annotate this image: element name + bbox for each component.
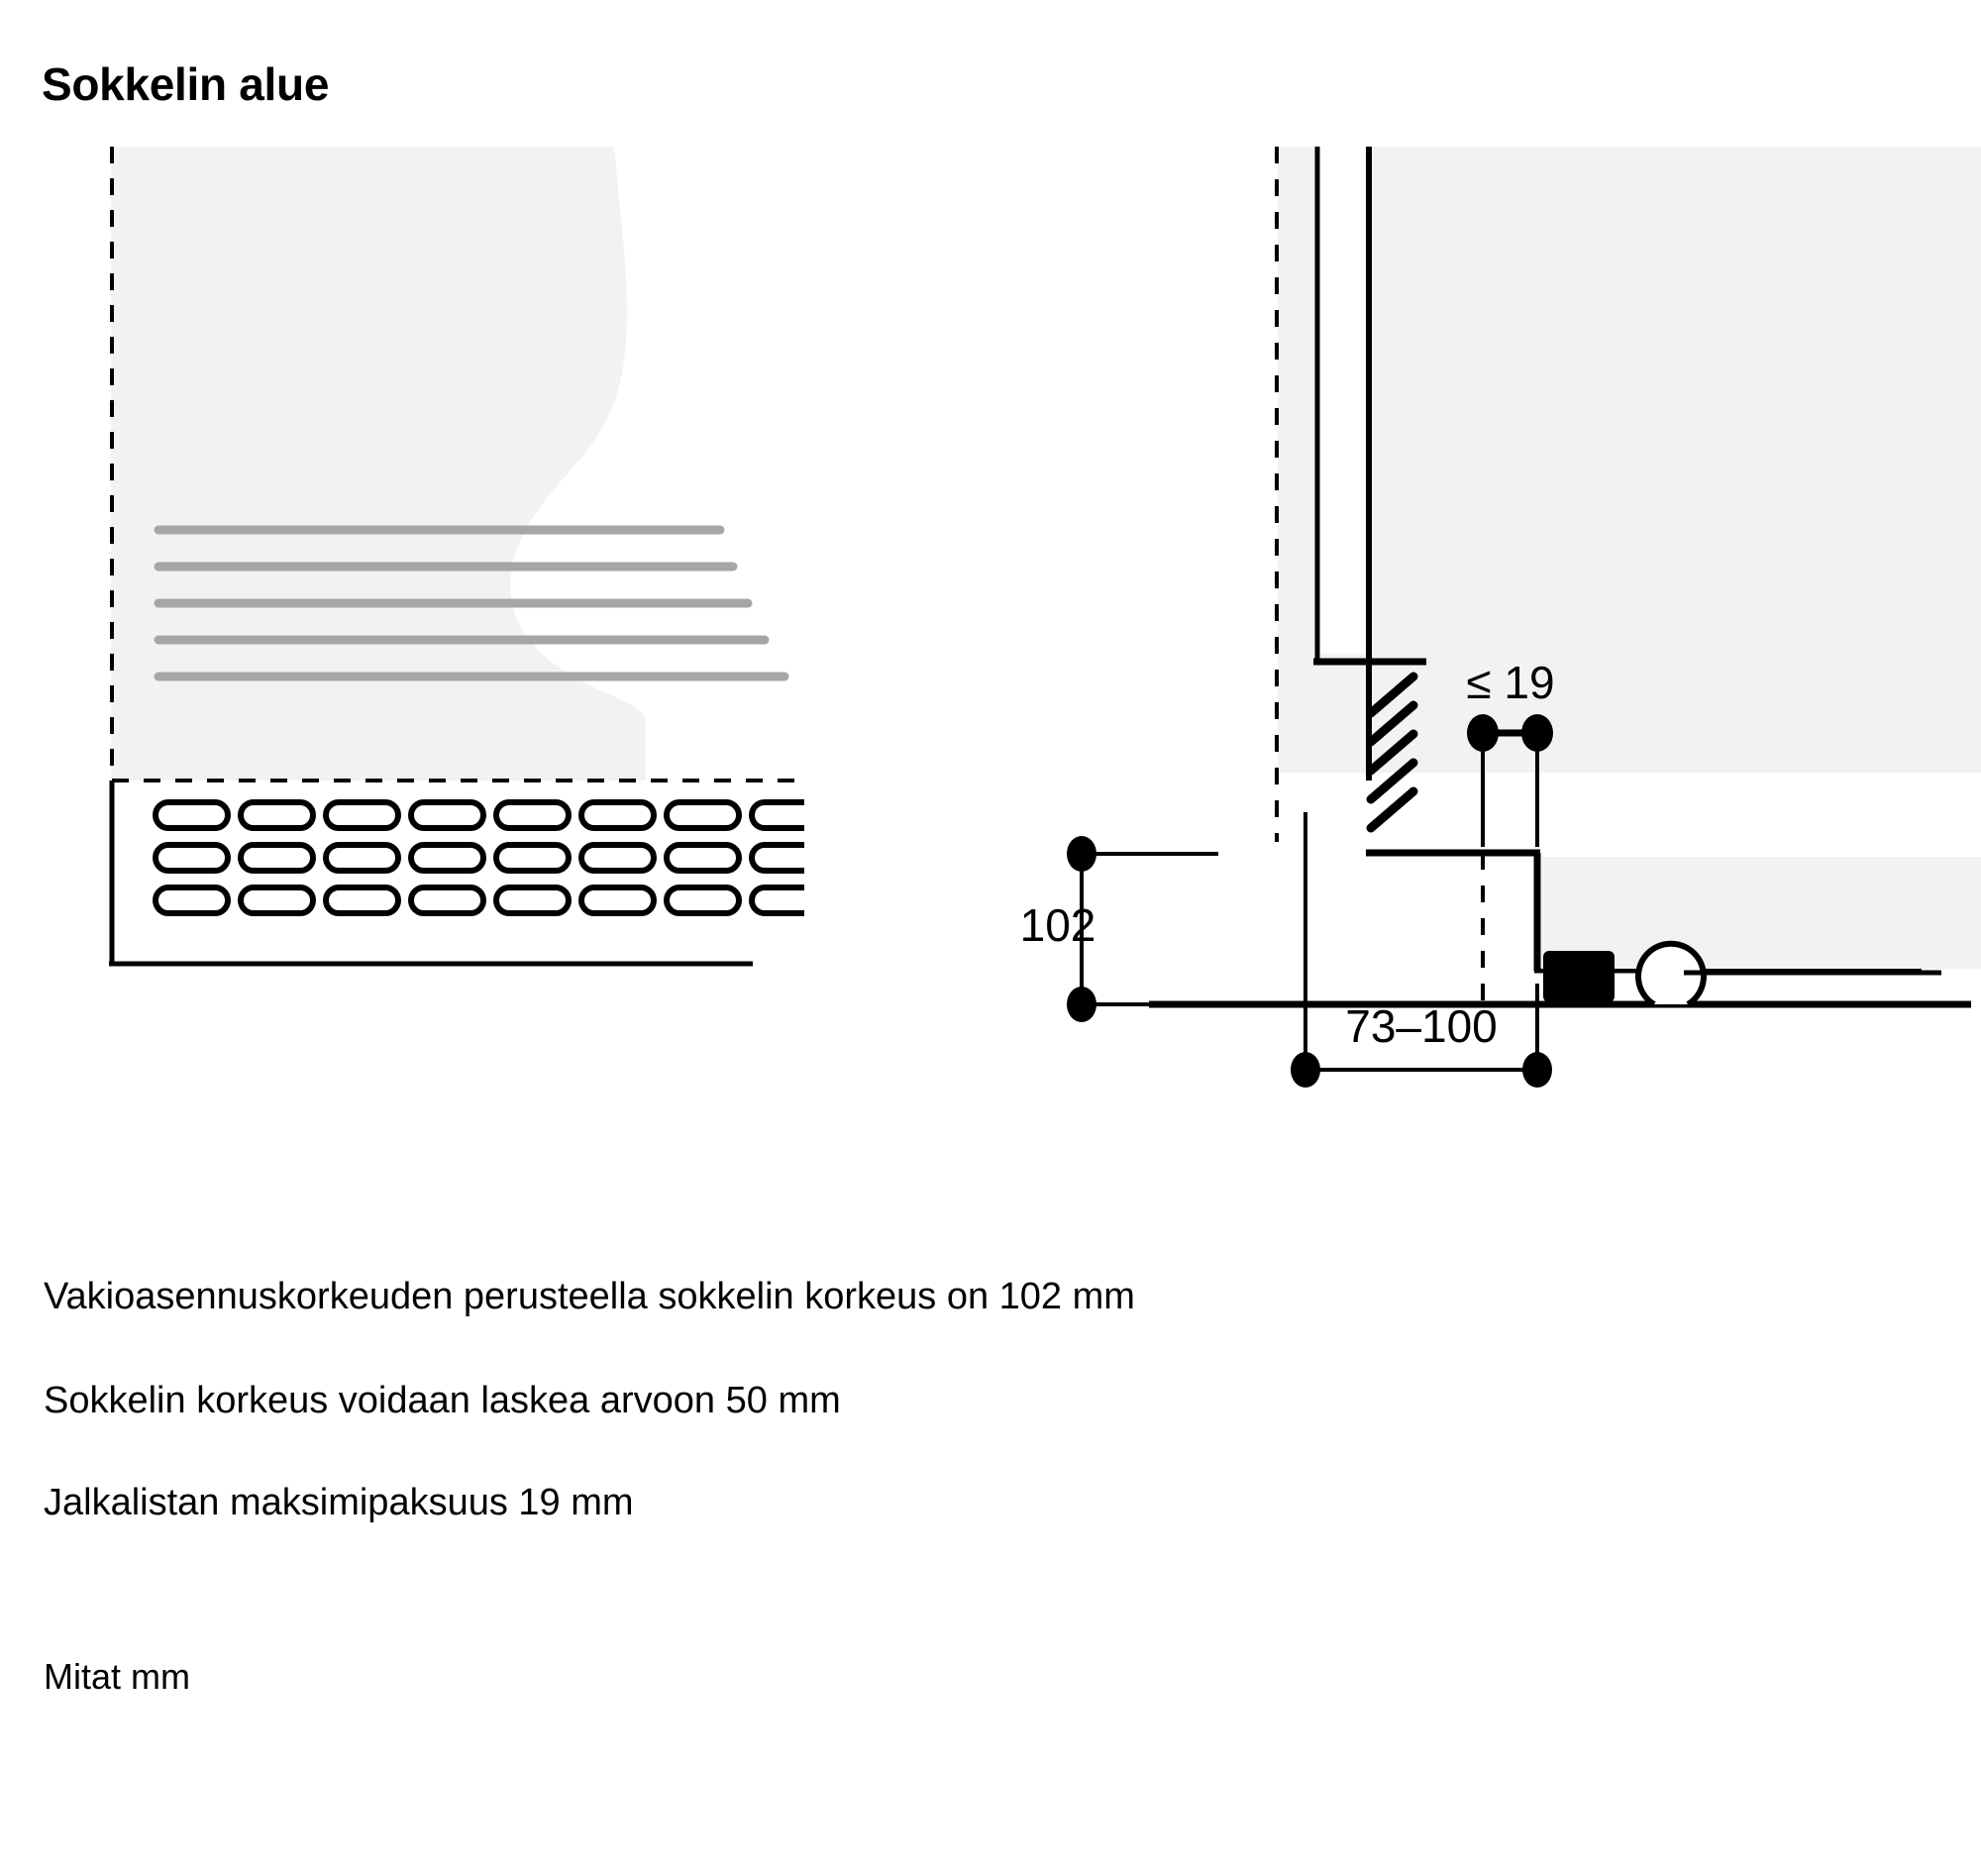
page-title: Sokkelin alue <box>42 58 330 110</box>
roller-wheel <box>1635 940 1941 1007</box>
dim-102-label: 102 <box>1020 899 1096 951</box>
grille-slot <box>664 842 742 874</box>
grille-slot <box>153 799 231 831</box>
dim-19-terminator-left <box>1467 714 1499 752</box>
grille-slot <box>153 885 231 916</box>
side-body-upper-fill <box>1371 147 1981 773</box>
note-plinth-min-height: Sokkelin korkeus voidaan laskea arvoon 5… <box>44 1380 841 1421</box>
dim-73-100-terminator-right <box>1522 1052 1552 1088</box>
shelf-lines-group <box>154 525 789 681</box>
grille-slot <box>578 799 657 831</box>
dimension-max-19: ≤ 19 <box>1466 657 1555 847</box>
grille-slot <box>323 842 401 874</box>
grille-crop-mask <box>804 788 864 927</box>
grille-slot <box>408 885 486 916</box>
hatch-stroke <box>1366 758 1418 804</box>
note-skirting-max-thickness: Jalkalistan maksimipaksuus 19 mm <box>44 1482 634 1523</box>
left-front-elevation <box>109 147 864 967</box>
grille-slot <box>323 799 401 831</box>
dim-102-terminator-bottom <box>1067 987 1096 1022</box>
technical-drawing-svg: 102 73–100 ≤ 1 <box>109 147 1981 1088</box>
dimension-73-100: 73–100 <box>1291 812 1552 1088</box>
adjustable-foot <box>1543 951 1615 1002</box>
note-plinth-standard-height: Vakioasennuskorkeuden perusteella sokkel… <box>44 1276 1135 1317</box>
grille-slot <box>664 799 742 831</box>
plinth-body-fill <box>1541 857 1981 969</box>
foot-pad <box>1543 951 1615 1002</box>
appliance-body-fill <box>111 147 646 781</box>
grille-slot <box>408 842 486 874</box>
hatch-stroke <box>1366 700 1418 747</box>
grille-slot <box>664 885 742 916</box>
note-units: Mitat mm <box>44 1656 190 1697</box>
grille-slot <box>408 799 486 831</box>
hatch-stroke <box>1366 672 1418 718</box>
hatch-stroke <box>1366 729 1418 776</box>
grille-slot <box>578 885 657 916</box>
grille-slot <box>493 885 572 916</box>
door-gap-white <box>1317 147 1369 654</box>
dim-73-100-terminator-left <box>1291 1052 1320 1088</box>
grille-slot <box>238 885 316 916</box>
dimension-102: 102 <box>1020 836 1218 1022</box>
grille-slot <box>493 842 572 874</box>
grille-slot <box>578 842 657 874</box>
dim-19-label: ≤ 19 <box>1466 657 1554 708</box>
dim-102-terminator-top <box>1067 836 1096 872</box>
grille-slot <box>493 799 572 831</box>
hatch-stroke <box>1366 786 1418 833</box>
section-hatching <box>1366 672 1418 833</box>
grille-slot <box>238 842 316 874</box>
dim-19-terminator-right <box>1521 714 1553 752</box>
dim-73-100-label: 73–100 <box>1345 1000 1498 1052</box>
grille-slot <box>323 885 401 916</box>
grille-slot <box>153 842 231 874</box>
right-side-section: 102 73–100 ≤ 1 <box>1020 147 1981 1088</box>
ventilation-grille <box>153 799 827 916</box>
grille-slot <box>238 799 316 831</box>
diagram-canvas: 102 73–100 ≤ 1 <box>0 119 1981 1189</box>
